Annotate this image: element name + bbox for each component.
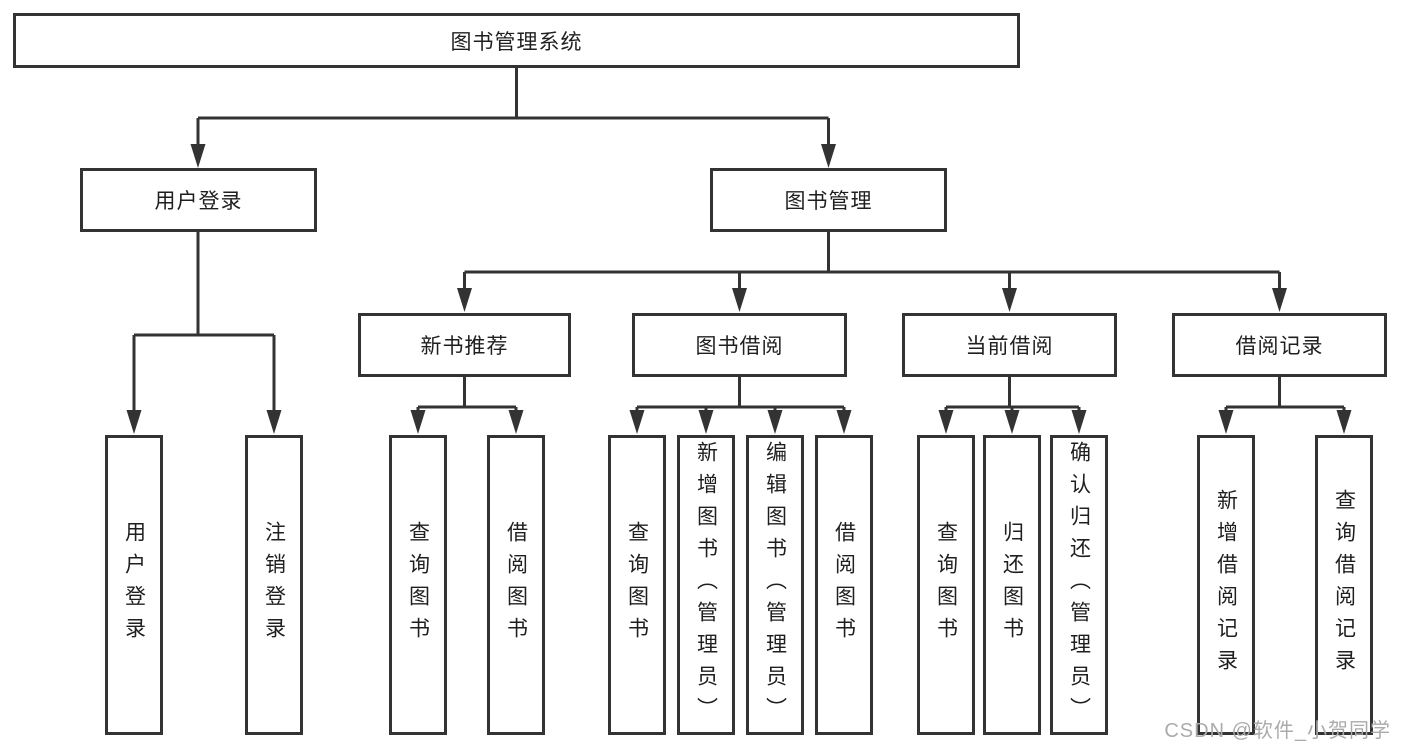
edge-new-book-children	[410, 377, 524, 434]
edge-borrow-records-children	[1218, 377, 1352, 434]
leaf-query-books-current: 查询图书	[917, 435, 975, 735]
node-new-book-recommend: 新书推荐	[358, 313, 571, 377]
csdn-watermark: CSDN @软件_小贺同学	[1164, 720, 1391, 742]
leaf-borrow-books-recommend: 借阅图书	[487, 435, 545, 735]
edge-user-login-children	[126, 232, 282, 434]
edge-book-borrow-children	[629, 377, 852, 434]
leaf-query-borrow-record: 查询借阅记录	[1315, 435, 1373, 735]
leaf-add-borrow-record: 新增借阅记录	[1197, 435, 1255, 735]
edge-book-mgmt-children	[457, 232, 1287, 312]
leaf-user-login: 用户登录	[105, 435, 163, 735]
node-book-borrowing: 图书借阅	[632, 313, 847, 377]
leaf-query-books-borrowing: 查询图书	[608, 435, 666, 735]
node-library-system: 图书管理系统	[13, 13, 1020, 68]
node-book-management: 图书管理	[710, 168, 947, 232]
leaf-add-book-admin: 新增图书（管理员）	[677, 435, 735, 735]
node-user-login: 用户登录	[80, 168, 317, 232]
leaf-logout: 注销登录	[245, 435, 303, 735]
node-borrow-records: 借阅记录	[1172, 313, 1387, 377]
leaf-confirm-return-admin: 确认归还（管理员）	[1050, 435, 1108, 735]
leaf-return-books: 归还图书	[983, 435, 1041, 735]
leaf-edit-book-admin: 编辑图书（管理员）	[746, 435, 804, 735]
leaf-query-books-recommend: 查询图书	[389, 435, 447, 735]
leaf-borrow-books: 借阅图书	[815, 435, 873, 735]
node-current-borrowing: 当前借阅	[902, 313, 1117, 377]
edge-current-borrow-children	[938, 377, 1087, 434]
edge-root-to-level2	[190, 68, 836, 168]
